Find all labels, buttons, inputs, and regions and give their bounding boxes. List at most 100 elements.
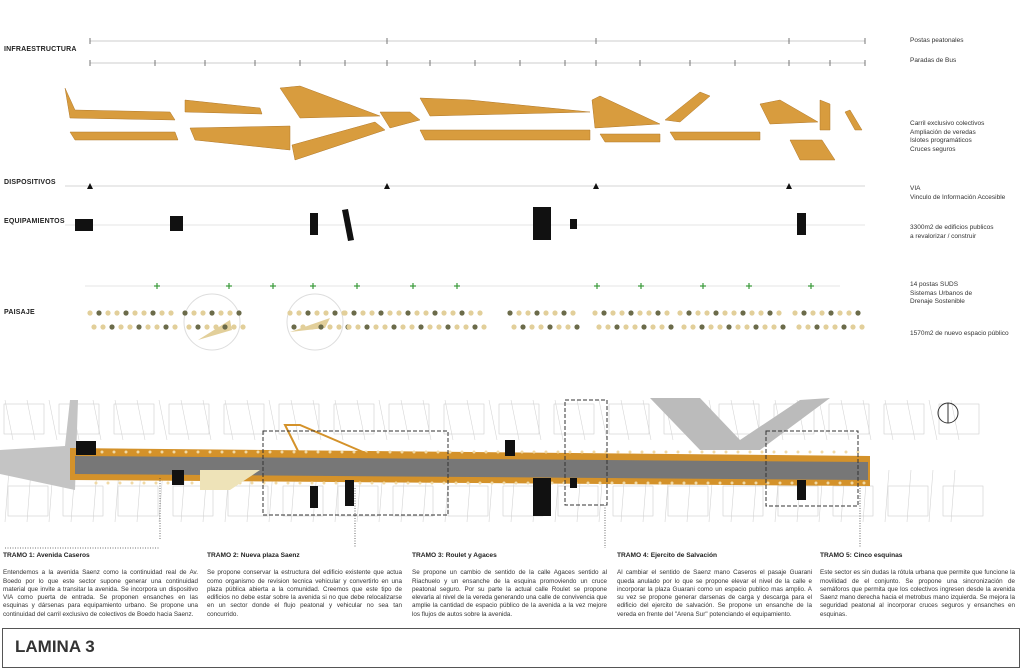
tree-dot xyxy=(646,481,650,485)
block-outline xyxy=(553,403,595,435)
legend-postas: Postas peatonales xyxy=(910,37,964,44)
tree-dot xyxy=(240,324,246,330)
tramo-title: TRAMO 3: Roulet y Agaces xyxy=(412,552,497,559)
tree-dot xyxy=(340,450,344,454)
tree-dot xyxy=(327,324,333,330)
building-block xyxy=(570,219,577,229)
tree-dot xyxy=(436,450,440,454)
plaza-wedge xyxy=(198,320,232,340)
tree-dot xyxy=(772,450,776,454)
legend-line: 14 postas SUDS xyxy=(910,281,959,288)
tree-dot xyxy=(310,481,314,485)
tree-dot xyxy=(318,324,324,330)
tree-dot xyxy=(378,310,384,316)
block-outline xyxy=(883,403,925,435)
tree-dot xyxy=(352,450,356,454)
tree-dot xyxy=(160,450,164,454)
tree-dot xyxy=(332,310,338,316)
tree-dot xyxy=(771,324,777,330)
tree-dot xyxy=(394,481,398,485)
sidewalk-widening xyxy=(789,139,836,161)
building-block xyxy=(533,207,551,240)
tree-dot xyxy=(94,481,98,485)
footer-box: LAMINA 3 xyxy=(2,628,1020,668)
tree-dot xyxy=(172,324,178,330)
legend-line: Islotes programáticos xyxy=(910,137,972,144)
tree-dot xyxy=(346,324,352,330)
building-block xyxy=(533,478,551,516)
block-outline xyxy=(887,485,929,517)
block-outline xyxy=(3,403,45,435)
tree-dot xyxy=(592,450,596,454)
block-outline xyxy=(667,485,709,517)
building-block xyxy=(797,480,806,500)
tree-dot xyxy=(484,450,488,454)
tramo-text: Entendemos a la avenida Saenz como la co… xyxy=(3,569,198,618)
tree-dot xyxy=(550,481,554,485)
tree-dot xyxy=(637,310,643,316)
tree-dot xyxy=(208,450,212,454)
block-outline xyxy=(443,403,485,435)
tree-dot xyxy=(396,310,402,316)
tree-dot xyxy=(814,324,820,330)
tree-dot xyxy=(323,310,329,316)
building-block xyxy=(342,209,354,241)
block-outline xyxy=(388,403,430,435)
tree-dot xyxy=(436,324,442,330)
sidewalk-widening xyxy=(184,99,263,115)
tree-dot xyxy=(766,481,770,485)
label-paisaje: PAISAJE xyxy=(4,309,35,316)
tramo-text: Al cambiar el sentido de Saenz mano Case… xyxy=(617,569,812,618)
block-outline xyxy=(498,403,540,435)
tramo-highlight-box xyxy=(765,430,859,507)
tree-dot xyxy=(655,310,661,316)
tree-dot xyxy=(145,324,151,330)
block-outline xyxy=(337,485,379,517)
tree-dot xyxy=(699,324,705,330)
tree-dot xyxy=(222,324,228,330)
tree-dot xyxy=(726,324,732,330)
tree-dot xyxy=(780,324,786,330)
tree-dot xyxy=(525,310,531,316)
plaza-circle xyxy=(183,293,241,351)
legend-line: Cruces seguros xyxy=(910,145,956,153)
tree-dot xyxy=(412,450,416,454)
block-outline xyxy=(227,485,269,517)
tree-dot xyxy=(441,310,447,316)
tree-dot xyxy=(231,324,237,330)
tree-dot xyxy=(632,324,638,330)
tree-dot xyxy=(526,481,530,485)
tree-dot xyxy=(334,481,338,485)
tree-dot xyxy=(708,324,714,330)
tree-dot xyxy=(677,310,683,316)
sidewalk-widening xyxy=(599,133,661,143)
tree-dot xyxy=(218,310,224,316)
tree-dot xyxy=(735,324,741,330)
tree-dot xyxy=(200,310,206,316)
tree-dot xyxy=(190,481,194,485)
tree-dot xyxy=(477,310,483,316)
tree-dot xyxy=(186,324,192,330)
tree-dot xyxy=(762,324,768,330)
tree-dot xyxy=(478,481,482,485)
tree-dot xyxy=(298,481,302,485)
tramo-title: TRAMO 4: Ejercito de Salvación xyxy=(617,552,718,559)
tree-dot xyxy=(805,324,811,330)
tree-dot xyxy=(414,310,420,316)
tree-dot xyxy=(796,450,800,454)
tree-dot xyxy=(796,324,802,330)
tree-dot xyxy=(328,450,332,454)
tree-dot xyxy=(172,450,176,454)
block-outline xyxy=(113,403,155,435)
tree-dot xyxy=(136,450,140,454)
tree-dot xyxy=(844,450,848,454)
tree-dot xyxy=(466,481,470,485)
tree-dot xyxy=(668,324,674,330)
tree-dot xyxy=(236,310,242,316)
tree-dot xyxy=(472,450,476,454)
tree-dot xyxy=(832,450,836,454)
tree-dot xyxy=(580,450,584,454)
tree-dot xyxy=(730,481,734,485)
block-outline xyxy=(832,485,874,517)
